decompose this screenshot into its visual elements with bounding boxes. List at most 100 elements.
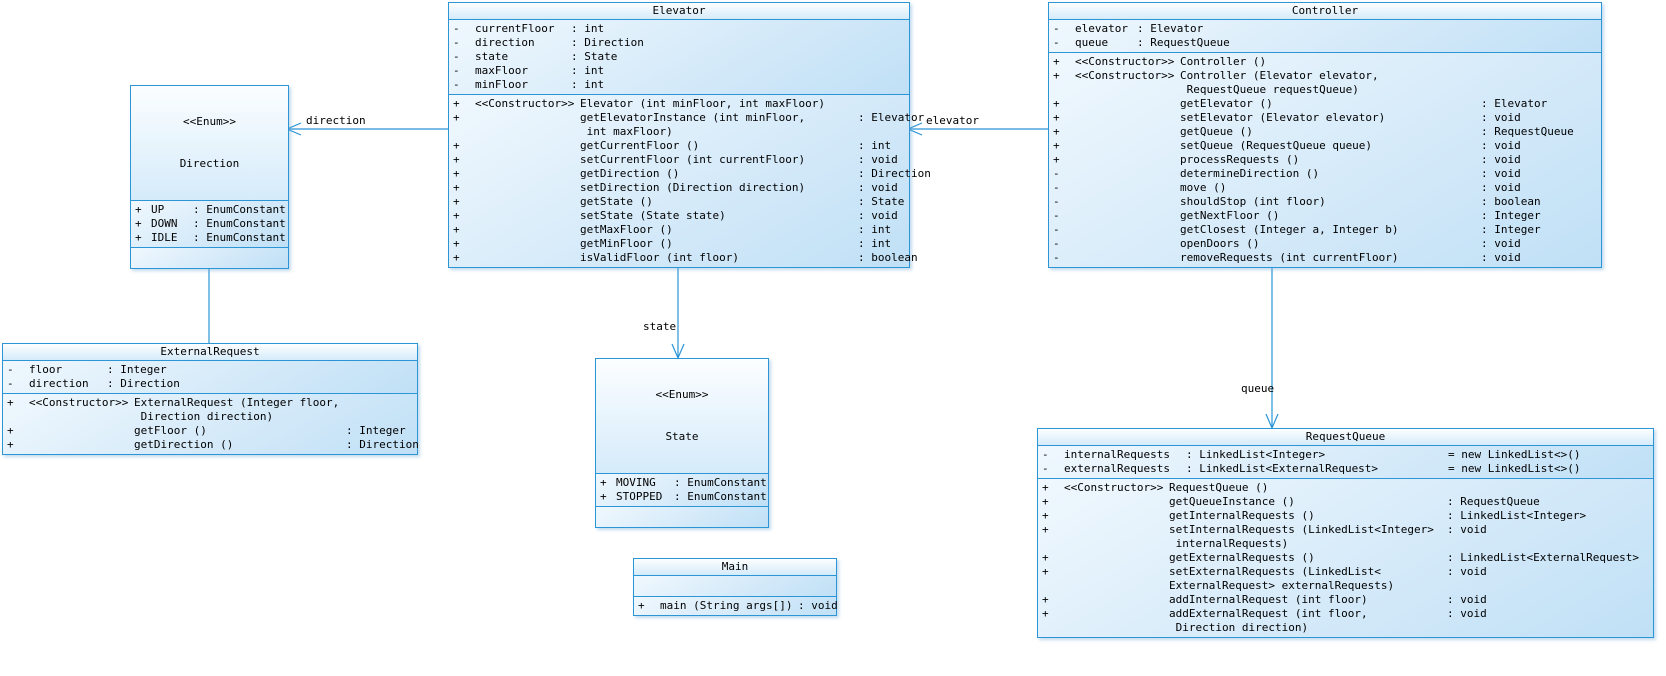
- method-return-type: : boolean: [858, 251, 918, 264]
- visibility-marker: -: [1042, 448, 1049, 461]
- attribute-type: : int: [571, 22, 605, 35]
- attribute-row: - internalRequests : LinkedList<Integer>…: [1042, 448, 1649, 462]
- method-return-type: : Direction: [346, 438, 419, 451]
- constructor-stereotype: [475, 237, 580, 251]
- visibility-marker: +: [1042, 607, 1049, 620]
- method-row: - move () : void: [1053, 181, 1597, 195]
- visibility-marker: -: [1053, 36, 1060, 49]
- association-label-direction: direction: [306, 114, 366, 127]
- method-row: + setQueue (RequestQueue queue) : void: [1053, 139, 1597, 153]
- class-box-externalrequest[interactable]: ExternalRequest - floor : Integer - dire…: [2, 343, 419, 455]
- enum-constant-type: : EnumConstant: [674, 490, 767, 503]
- method-return-type: : Integer: [1481, 209, 1541, 222]
- method-row: - determineDirection () : void: [1053, 167, 1597, 181]
- enum-constant-row: + MOVING : EnumConstant: [600, 476, 767, 490]
- method-row: + <<Constructor>> Elevator (int minFloor…: [453, 97, 905, 111]
- method-row: - shouldStop (int floor) : boolean: [1053, 195, 1597, 209]
- enum-constants-compartment: + UP : EnumConstant + DOWN : EnumConstan…: [131, 201, 288, 247]
- attribute-name: direction: [29, 377, 89, 390]
- class-box-requestqueue[interactable]: RequestQueue - internalRequests : Linked…: [1037, 428, 1654, 638]
- method-row: - removeRequests (int currentFloor) : vo…: [1053, 251, 1597, 265]
- attribute-row: - state : State: [453, 50, 905, 64]
- method-signature: isValidFloor (int floor): [580, 251, 739, 264]
- class-box-main[interactable]: Main + main (String args[]) : void: [633, 558, 838, 616]
- visibility-marker: -: [7, 363, 14, 376]
- method-signature: addExternalRequest (int floor, Direction…: [1169, 607, 1368, 634]
- class-title: ExternalRequest: [3, 344, 417, 361]
- method-signature: shouldStop (int floor): [1180, 195, 1326, 208]
- visibility-marker: -: [1053, 251, 1060, 264]
- attribute-row: - externalRequests : LinkedList<External…: [1042, 462, 1649, 476]
- visibility-marker: +: [1053, 69, 1060, 82]
- method-signature: determineDirection (): [1180, 167, 1320, 180]
- constructor-stereotype: [475, 223, 580, 237]
- method-row: + isValidFloor (int floor) : boolean: [453, 251, 918, 265]
- class-box-controller[interactable]: Controller - elevator : Elevator - queue…: [1048, 2, 1602, 268]
- method-return-type: : void: [1447, 593, 1487, 606]
- class-title: Controller: [1049, 3, 1601, 20]
- attribute-type: : int: [571, 64, 605, 77]
- constructor-stereotype: [475, 139, 580, 153]
- method-row: + <<Constructor>> RequestQueue (): [1042, 481, 1649, 495]
- methods-compartment: + <<Constructor>> ExternalRequest (Integ…: [3, 393, 419, 454]
- visibility-marker: +: [135, 231, 142, 244]
- method-return-type: : void: [1447, 523, 1487, 536]
- attribute-type: : State: [571, 50, 618, 63]
- method-return-type: : void: [858, 153, 898, 166]
- visibility-marker: -: [1053, 195, 1060, 208]
- association-label-elevator: elevator: [926, 114, 979, 127]
- method-row: - getNextFloor () : Integer: [1053, 209, 1597, 223]
- class-box-elevator[interactable]: Elevator - currentFloor : int - directio…: [448, 2, 931, 268]
- constructor-stereotype: [1075, 251, 1180, 265]
- attributes-compartment: - currentFloor : int - direction : Direc…: [449, 20, 909, 94]
- constructor-stereotype: <<Constructor>>: [1064, 481, 1164, 494]
- class-box-direction-enum[interactable]: <<Enum>> Direction + UP : EnumConstant +…: [130, 85, 289, 269]
- visibility-marker: -: [453, 50, 460, 63]
- visibility-marker: +: [1042, 481, 1049, 494]
- visibility-marker: -: [7, 377, 14, 390]
- visibility-marker: +: [1053, 139, 1060, 152]
- method-row: + getQueueInstance () : RequestQueue: [1042, 495, 1649, 509]
- attribute-name: floor: [29, 363, 63, 376]
- methods-compartment-empty: [131, 247, 288, 268]
- constructor-stereotype: [1075, 181, 1180, 195]
- method-signature: getExternalRequests (): [1169, 551, 1315, 564]
- method-row: + getInternalRequests () : LinkedList<In…: [1042, 509, 1649, 523]
- method-row: + setCurrentFloor (int currentFloor) : v…: [453, 153, 905, 167]
- visibility-marker: -: [1042, 462, 1049, 475]
- constructor-stereotype: [1064, 607, 1169, 635]
- visibility-marker: +: [453, 251, 460, 264]
- attribute-type: : int: [571, 78, 605, 91]
- method-return-type: : LinkedList<ExternalRequest>: [1447, 551, 1640, 564]
- visibility-marker: +: [1042, 593, 1049, 606]
- attribute-name: externalRequests: [1064, 462, 1170, 475]
- enum-constant-type: : EnumConstant: [193, 217, 286, 230]
- visibility-marker: +: [1053, 97, 1060, 110]
- visibility-marker: +: [453, 181, 460, 194]
- visibility-marker: -: [1053, 223, 1060, 236]
- method-return-type: : LinkedList<Integer>: [1447, 509, 1587, 522]
- arrowhead-icon: [671, 343, 685, 360]
- constructor-stereotype: [475, 181, 580, 195]
- methods-compartment: + <<Constructor>> Elevator (int minFloor…: [449, 94, 931, 267]
- attribute-name: direction: [475, 36, 535, 49]
- methods-compartment: + main (String args[]) : void: [634, 596, 838, 615]
- attribute-name: internalRequests: [1064, 448, 1170, 461]
- attribute-row: - direction : Direction: [453, 36, 905, 50]
- visibility-marker: +: [7, 396, 14, 409]
- method-row: + processRequests () : void: [1053, 153, 1597, 167]
- method-return-type: : boolean: [1481, 195, 1541, 208]
- constructor-stereotype: [475, 111, 580, 139]
- visibility-marker: +: [7, 438, 14, 451]
- class-box-state-enum[interactable]: <<Enum>> State + MOVING : EnumConstant +…: [595, 358, 769, 528]
- enum-constant-name: UP: [151, 203, 165, 216]
- visibility-marker: +: [1053, 153, 1060, 166]
- enum-constant-row: + UP : EnumConstant: [135, 203, 286, 217]
- enum-constant-row: + STOPPED : EnumConstant: [600, 490, 767, 504]
- method-return-type: : Elevator: [1481, 97, 1548, 110]
- visibility-marker: +: [1053, 111, 1060, 124]
- constructor-stereotype: [1075, 139, 1180, 153]
- visibility-marker: +: [600, 476, 607, 489]
- method-return-type: [1447, 481, 1649, 495]
- constructor-stereotype: [1075, 209, 1180, 223]
